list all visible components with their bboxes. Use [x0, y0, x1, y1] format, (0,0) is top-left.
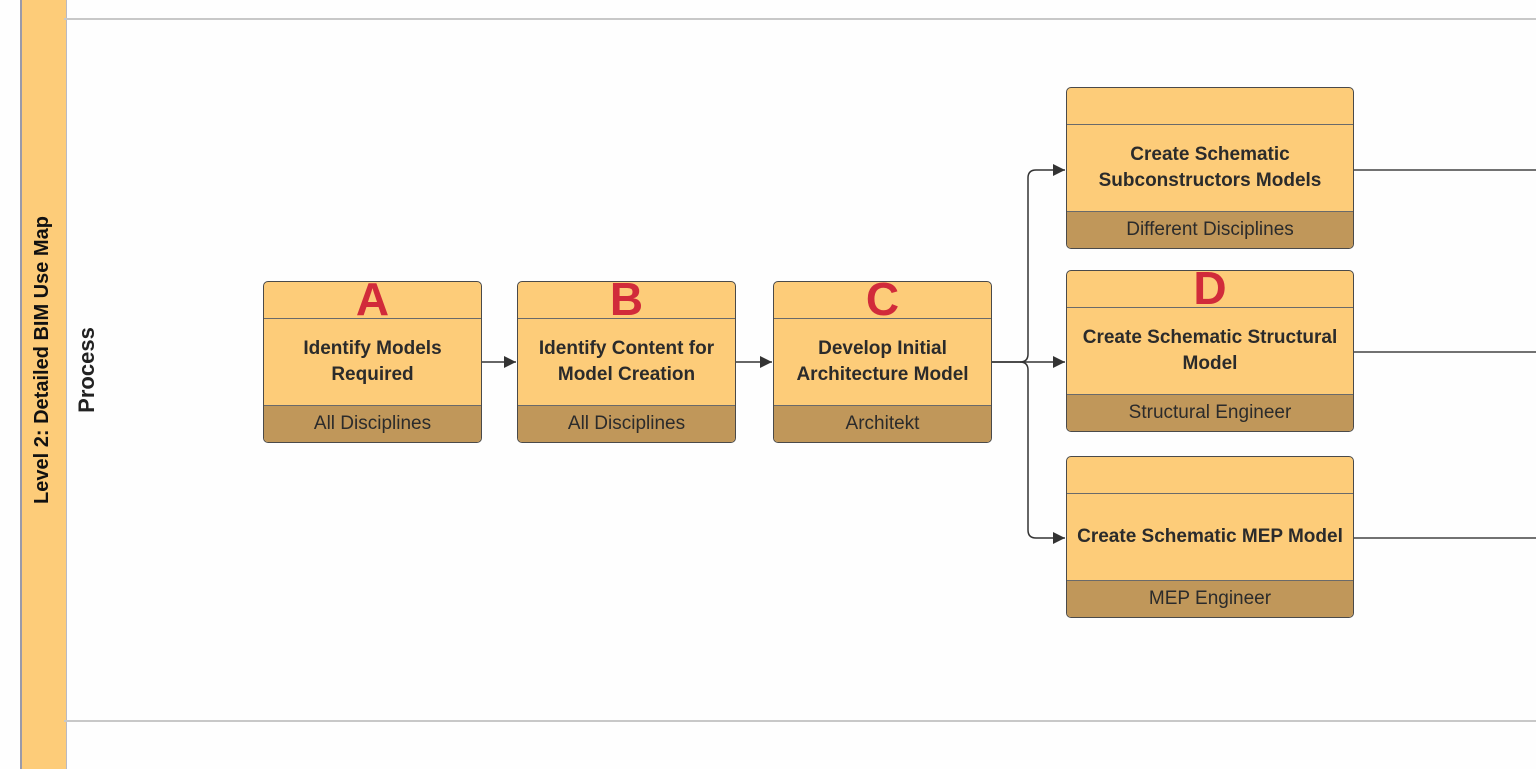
step-letter: B: [609, 281, 644, 325]
step-role: All Disciplines: [264, 405, 481, 442]
step-title: Create Schematic MEP Model: [1077, 526, 1343, 547]
step-letter: D: [1193, 270, 1227, 314]
process-box-mep[interactable]: Create Schematic MEP Model MEP Engineer: [1066, 456, 1354, 618]
process-box-c[interactable]: C Develop Initial Architecture Model Arc…: [773, 281, 992, 443]
step-role: Structural Engineer: [1067, 394, 1353, 431]
box-header: [518, 282, 735, 319]
step-letter: A: [355, 281, 390, 325]
lane-divider-top: [64, 18, 1536, 20]
box-header: [264, 282, 481, 319]
step-letter: C: [865, 281, 900, 325]
box-header: [774, 282, 991, 319]
step-role: All Disciplines: [518, 405, 735, 442]
lane-divider-bottom: [64, 720, 1536, 722]
box-header: [1067, 457, 1353, 494]
arrow-c-mep: [1019, 361, 1065, 544]
process-box-d[interactable]: D Create Schematic Structural Model Stru…: [1066, 270, 1354, 432]
arrow-c-subcontractors: [992, 164, 1065, 363]
box-header: [1067, 88, 1353, 125]
step-role: Architekt: [774, 405, 991, 442]
box-header: [1067, 271, 1353, 308]
step-title: Identify Content for Model Creation: [538, 338, 715, 385]
step-role: MEP Engineer: [1067, 580, 1353, 617]
process-box-subcontractors[interactable]: Create Schematic Subconstructors Models …: [1066, 87, 1354, 249]
process-box-a[interactable]: A Identify Models Required All Disciplin…: [263, 281, 482, 443]
step-title: Create Schematic Subconstructors Models: [1098, 144, 1322, 191]
step-title: Create Schematic Structural Model: [1082, 327, 1338, 374]
swimlane-band: [20, 0, 67, 769]
step-title: Identify Models Required: [303, 338, 442, 385]
step-title: Develop Initial Architecture Model: [796, 338, 969, 385]
step-role: Different Disciplines: [1067, 211, 1353, 248]
process-box-b[interactable]: B Identify Content for Model Creation Al…: [517, 281, 736, 443]
